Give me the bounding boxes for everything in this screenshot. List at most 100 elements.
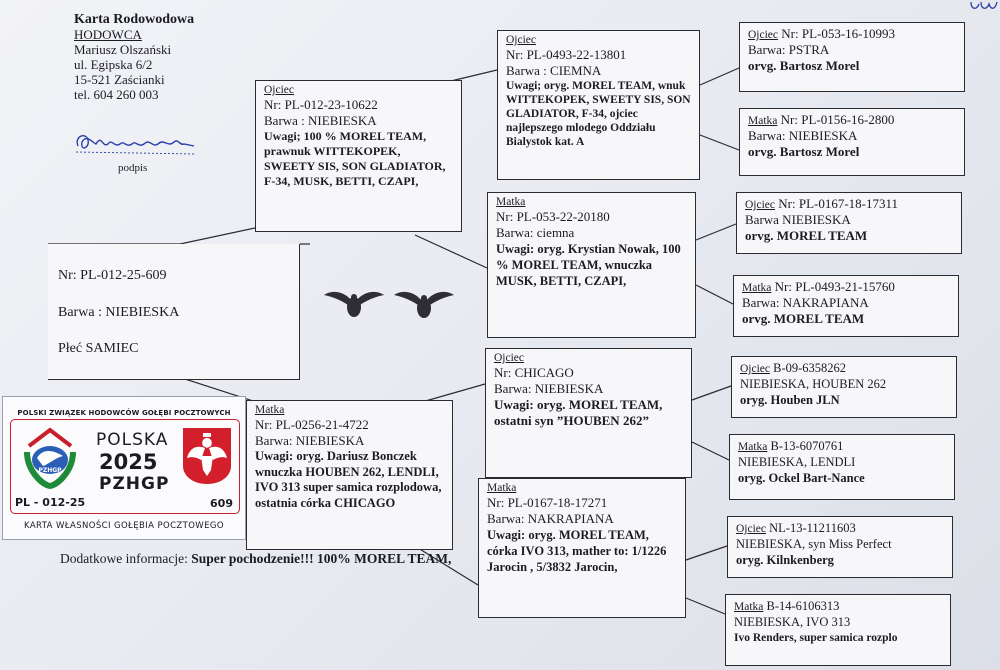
ggp4-color: Barwa: NAKRAPIANA bbox=[742, 295, 869, 310]
mother-title: Matka bbox=[255, 404, 285, 416]
ggp7-color: NIEBIESKA, syn Miss Perfect bbox=[736, 537, 892, 551]
card-country: POLSKA bbox=[96, 430, 169, 450]
breeder-role: HODOWCA bbox=[74, 27, 142, 42]
ggp-box-7: Ojciec NL-13-11211603 NIEBIESKA, syn Mis… bbox=[727, 516, 953, 578]
ggp6-notes: oryg. Ockel Bart-Nance bbox=[738, 471, 865, 485]
father-color: Barwa : NIEBIESKA bbox=[264, 113, 377, 128]
father-ring: Nr: PL-012-23-10622 bbox=[264, 97, 378, 112]
mgf-title: Ojciec bbox=[494, 352, 525, 364]
ownership-card: POLSKI ZWIĄZEK HODOWCÓW GOŁĘBI POCZTOWYC… bbox=[2, 396, 246, 540]
mother-notes: Uwagi: oryg. Dariusz Bonczek wnuczka HOU… bbox=[255, 449, 442, 510]
pigeon-icons bbox=[324, 291, 454, 318]
main-sex: Płeć SAMIEC bbox=[58, 341, 139, 356]
main-color: Barwa : NIEBIESKA bbox=[58, 305, 180, 320]
corner-pen-mark bbox=[970, 1, 998, 9]
document-title: Karta Rodowodowa bbox=[74, 12, 195, 27]
breeder-city: 15-521 Zaścianki bbox=[74, 72, 165, 87]
signature-label: podpis bbox=[118, 162, 148, 174]
mgf-ring: Nr: CHICAGO bbox=[494, 365, 574, 380]
maternal-grandfather-box: Ojciec Nr: CHICAGO Barwa: NIEBIESKA Uwag… bbox=[485, 348, 692, 478]
ggp8-title: Matka bbox=[734, 601, 764, 613]
ggp5-color: NIEBIESKA, HOUBEN 262 bbox=[740, 377, 887, 391]
ggp8-ring: B-14-6106313 bbox=[763, 599, 840, 613]
pgf-color: Barwa : CIEMNA bbox=[506, 63, 602, 78]
ggp7-ring: NL-13-11211603 bbox=[766, 521, 856, 535]
pgm-color: Barwa: ciemna bbox=[496, 225, 575, 240]
ggp1-ring: Nr: PL-053-16-10993 bbox=[778, 26, 896, 41]
mgm-title: Matka bbox=[487, 482, 517, 494]
ggp6-title: Matka bbox=[738, 441, 768, 453]
mother-box: Matka Nr: PL-0256-21-4722 Barwa: NIEBIES… bbox=[246, 400, 453, 550]
pgm-ring: Nr: PL-053-22-20180 bbox=[496, 209, 610, 224]
card-org: PZHGP bbox=[99, 474, 170, 494]
ggp3-notes: orvg. MOREL TEAM bbox=[745, 228, 868, 243]
ggp-box-2: Matka Nr: PL-0156-16-2800 Barwa: NIEBIES… bbox=[739, 108, 965, 176]
mgm-ring: Nr: PL-0167-18-17271 bbox=[487, 495, 608, 510]
breeder-name: Mariusz Olszański bbox=[74, 42, 172, 57]
breeder-street: ul. Egipska 6/2 bbox=[74, 57, 153, 72]
ggp-box-4: Matka Nr: PL-0493-21-15760 Barwa: NAKRAP… bbox=[733, 275, 959, 337]
pgm-notes: Uwagi: oryg. Krystian Nowak, 100 % MOREL… bbox=[496, 242, 681, 288]
ggp-box-8: Matka B-14-6106313 NIEBIESKA, IVO 313 Iv… bbox=[725, 594, 951, 666]
card-number: 609 bbox=[210, 497, 233, 510]
paternal-grandmother-box: Matka Nr: PL-053-22-20180 Barwa: ciemna … bbox=[487, 192, 696, 338]
ggp2-title: Matka bbox=[748, 115, 778, 127]
card-frame: PZHGP POLSKA 2025 PZHGP PL - 012-25 609 bbox=[10, 419, 240, 514]
paternal-grandfather-box: Ojciec Nr: PL-0493-22-13801 Barwa : CIEM… bbox=[497, 30, 700, 180]
ggp-box-1: Ojciec Nr: PL-053-16-10993 Barwa: PSTRA … bbox=[739, 22, 965, 92]
pgf-ring: Nr: PL-0493-22-13801 bbox=[506, 47, 627, 62]
ggp6-color: NIEBIESKA, LENDLI bbox=[738, 455, 856, 469]
pgf-notes: Uwagi; oryg. MOREL TEAM, wnuk WITTEKOPEK… bbox=[506, 80, 691, 148]
card-year: 2025 bbox=[99, 450, 158, 474]
signature bbox=[75, 135, 197, 155]
mgm-color: Barwa: NAKRAPIANA bbox=[487, 511, 614, 526]
additional-info: Dodatkowe informacje: Super pochodzenie!… bbox=[60, 551, 480, 567]
maternal-grandmother-box: Matka Nr: PL-0167-18-17271 Barwa: NAKRAP… bbox=[478, 478, 686, 618]
ggp1-color: Barwa: PSTRA bbox=[748, 42, 830, 57]
father-box: Ojciec Nr: PL-012-23-10622 Barwa : NIEBI… bbox=[255, 80, 462, 232]
ggp1-notes: orvg. Bartosz Morel bbox=[748, 58, 860, 73]
father-title: Ojciec bbox=[264, 84, 295, 96]
main-bird-box: Nr: PL-012-25-609 Barwa : NIEBIESKA Płeć… bbox=[48, 244, 300, 380]
ggp4-ring: Nr: PL-0493-21-15760 bbox=[771, 279, 895, 294]
ggp2-color: Barwa: NIEBIESKA bbox=[748, 128, 858, 143]
ggp5-ring: B-09-6358262 bbox=[770, 361, 847, 375]
father-notes: Uwagi; 100 % MOREL TEAM, prawnuk WITTEKO… bbox=[264, 129, 446, 188]
logo-text: PZHGP bbox=[38, 467, 62, 474]
ggp-box-6: Matka B-13-6070761 NIEBIESKA, LENDLI ory… bbox=[729, 434, 955, 500]
ggp3-ring: Nr: PL-0167-18-17311 bbox=[775, 196, 899, 211]
ggp7-notes: oryg. Kilnkenberg bbox=[736, 553, 834, 567]
mgf-color: Barwa: NIEBIESKA bbox=[494, 381, 604, 396]
ggp2-notes: orvg. Bartosz Morel bbox=[748, 144, 860, 159]
breeder-phone: tel. 604 260 003 bbox=[74, 87, 159, 102]
ggp4-notes: orvg. MOREL TEAM bbox=[742, 311, 865, 326]
ggp5-notes: oryg. Houben JLN bbox=[740, 393, 840, 407]
ggp8-color: NIEBIESKA, IVO 313 bbox=[734, 615, 851, 629]
additional-info-label: Dodatkowe informacje: bbox=[60, 551, 192, 566]
pgm-title: Matka bbox=[496, 196, 526, 208]
ggp-box-5: Ojciec B-09-6358262 NIEBIESKA, HOUBEN 26… bbox=[731, 356, 957, 418]
polish-eagle-emblem-icon bbox=[183, 428, 231, 484]
card-ring: PL - 012-25 bbox=[15, 496, 86, 509]
ggp3-title: Ojciec bbox=[745, 199, 776, 211]
ggp-box-3: Ojciec Nr: PL-0167-18-17311 Barwa NIEBIE… bbox=[736, 192, 962, 254]
card-caption: KARTA WŁASNOŚCI GOŁĘBIA POCZTOWEGO bbox=[24, 521, 224, 531]
main-ring: Nr: PL-012-25-609 bbox=[58, 268, 167, 283]
additional-info-text: Super pochodzenie!!! 100% MOREL TEAM, bbox=[191, 551, 452, 566]
mgf-notes: Uwagi: oryg. MOREL TEAM, ostatni syn ”HO… bbox=[494, 397, 663, 428]
ggp8-notes: Ivo Renders, super samica rozplo bbox=[734, 632, 898, 644]
ggp6-ring: B-13-6070761 bbox=[767, 439, 844, 453]
pzhgp-logo-icon: PZHGP bbox=[24, 427, 76, 490]
mother-ring: Nr: PL-0256-21-4722 bbox=[255, 417, 369, 432]
ggp4-title: Matka bbox=[742, 282, 772, 294]
card-org-name: POLSKI ZWIĄZEK HODOWCÓW GOŁĘBI POCZTOWYC… bbox=[17, 409, 231, 417]
ggp3-color: Barwa NIEBIESKA bbox=[745, 212, 851, 227]
ggp1-title: Ojciec bbox=[748, 29, 779, 41]
breeder-header: Karta Rodowodowa HODOWCA Mariusz Olszańs… bbox=[74, 12, 194, 102]
mother-color: Barwa: NIEBIESKA bbox=[255, 433, 365, 448]
mgm-notes: Uwagi: oryg. MOREL TEAM, córka IVO 313, … bbox=[487, 528, 667, 574]
ggp7-title: Ojciec bbox=[736, 523, 767, 535]
ggp5-title: Ojciec bbox=[740, 363, 771, 375]
ggp2-ring: Nr: PL-0156-16-2800 bbox=[777, 112, 895, 127]
